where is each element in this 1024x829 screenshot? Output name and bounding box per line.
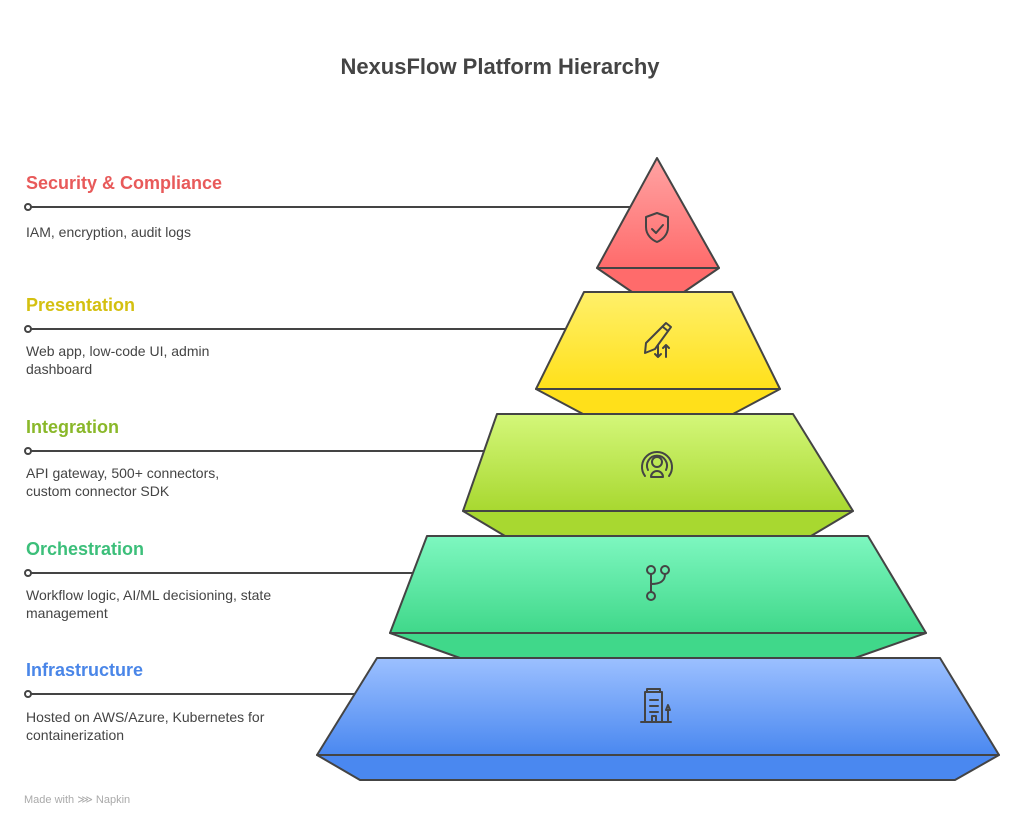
level-desc-presentation: Web app, low-code UI, admin dashboard [26,343,210,377]
layer-presentation [535,291,781,390]
shield-check-icon [645,212,669,243]
level-desc-security: IAM, encryption, audit logs [26,224,191,240]
building-icon [640,688,672,723]
level-title-security: Security & Compliance [26,173,223,193]
layer-infrastructure-bottom [316,754,1000,781]
napkin-watermark: Made with ⋙ Napkin [24,794,131,806]
broadcast-user-icon [641,451,673,478]
git-branch-icon [646,565,670,601]
level-title-integration: Integration [26,417,119,437]
level-title-infrastructure: Infrastructure [26,660,144,680]
layer-orchestration [389,535,927,634]
layer-orchestration-bottom [389,632,927,659]
level-desc-integration: API gateway, 500+ connectors, custom con… [26,465,220,499]
page-title: NexusFlow Platform Hierarchy [340,54,660,79]
layer-security-bottom [596,267,720,293]
layer-integration [462,413,854,512]
level-desc-infrastructure: Hosted on AWS/Azure, Kubernetes for cont… [26,709,265,743]
level-title-orchestration: Orchestration [26,539,145,559]
layer-integration-bottom [462,510,854,537]
level-desc-orchestration: Workflow logic, AI/ML decisioning, state… [26,587,272,621]
layer-presentation-bottom [535,388,781,415]
pencil-sort-icon [644,322,672,358]
level-title-presentation: Presentation [26,295,136,315]
